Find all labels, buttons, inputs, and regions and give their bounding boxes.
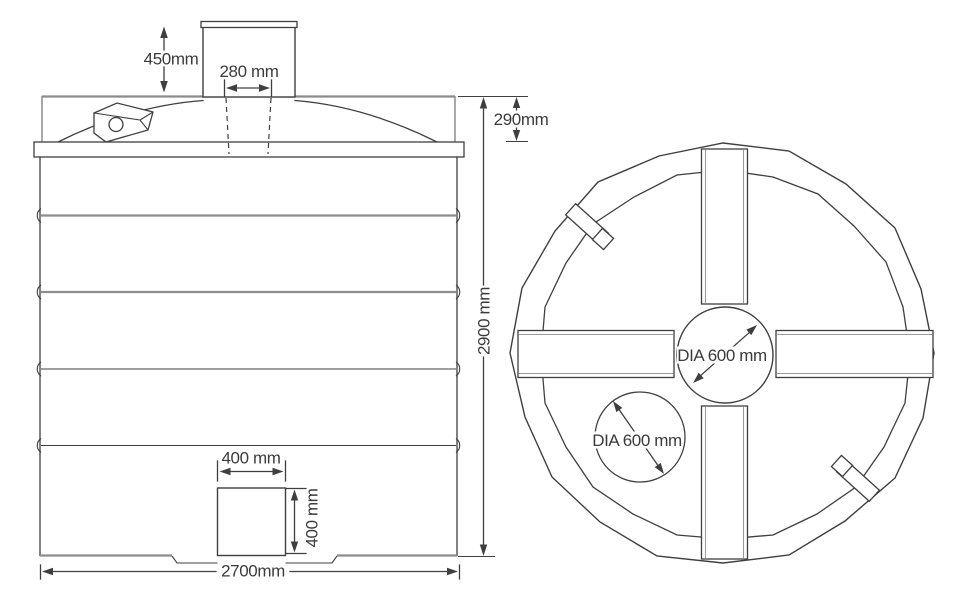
arrowhead <box>693 372 704 383</box>
rib-lines <box>36 208 461 453</box>
arrowhead <box>512 130 521 141</box>
arrowhead <box>290 489 299 501</box>
dim-secondary-opening-label: DIA 600 mm <box>592 431 682 450</box>
dome-arc-right <box>294 99 438 143</box>
arrowhead <box>290 541 299 553</box>
inlet-box-hole <box>108 116 124 133</box>
arrowhead <box>259 84 270 92</box>
dim-secondary-opening: DIA 600 mm <box>592 401 682 474</box>
dim-dome-height-label: 290mm <box>494 110 549 129</box>
arrowhead <box>613 401 623 413</box>
rim-lug-upper-left <box>564 202 615 251</box>
dim-overall-width: 2700mm <box>39 561 461 580</box>
dim-center-opening: DIA 600 mm <box>677 325 767 383</box>
arrowhead <box>160 81 168 93</box>
arrowhead <box>447 567 458 576</box>
dim-neck-width-label: 280 mm <box>219 62 278 81</box>
turret <box>202 26 296 98</box>
cross-brace-horizontal <box>517 329 934 379</box>
side-view: 450mm 280 mm 290mm 2900 mm <box>33 20 550 580</box>
dim-neck-width: 280 mm <box>219 62 279 97</box>
rim-lug-lower-right <box>830 454 881 503</box>
inlet-box <box>93 102 154 143</box>
arrowhead <box>479 97 488 109</box>
arrowhead <box>746 325 757 336</box>
neck-hidden-lines <box>225 97 272 155</box>
arrowhead <box>512 97 521 108</box>
dim-overall-height-label: 2900 mm <box>474 287 493 355</box>
arrowhead <box>272 467 284 476</box>
dim-turret-height: 450mm <box>144 26 199 93</box>
tank-bottom <box>40 554 457 564</box>
dim-recess-height: 400 mm <box>285 487 321 555</box>
dim-overall-width-label: 2700mm <box>221 561 285 580</box>
tank-flange <box>33 141 465 158</box>
turret-lid <box>200 20 298 29</box>
dim-turret-height-label: 450mm <box>144 49 199 68</box>
arrowhead <box>226 84 237 92</box>
arrowhead <box>479 544 488 556</box>
dim-recess-width-label: 400 mm <box>221 448 280 467</box>
dim-recess-height-label: 400 mm <box>302 488 321 547</box>
dim-recess-width: 400 mm <box>216 448 287 482</box>
cross-brace-vertical <box>700 148 749 560</box>
arrowhead <box>42 567 53 576</box>
dim-overall-height: 2900 mm <box>458 97 495 558</box>
dim-dome-height: 290mm <box>458 95 550 143</box>
arrowhead <box>160 26 168 38</box>
top-view: DIA 600 mm DIA 600 mm <box>509 142 935 564</box>
dim-center-opening-label: DIA 600 mm <box>677 346 767 365</box>
recess-square <box>216 487 287 557</box>
arrowhead <box>219 467 231 476</box>
arrowhead <box>654 462 664 474</box>
